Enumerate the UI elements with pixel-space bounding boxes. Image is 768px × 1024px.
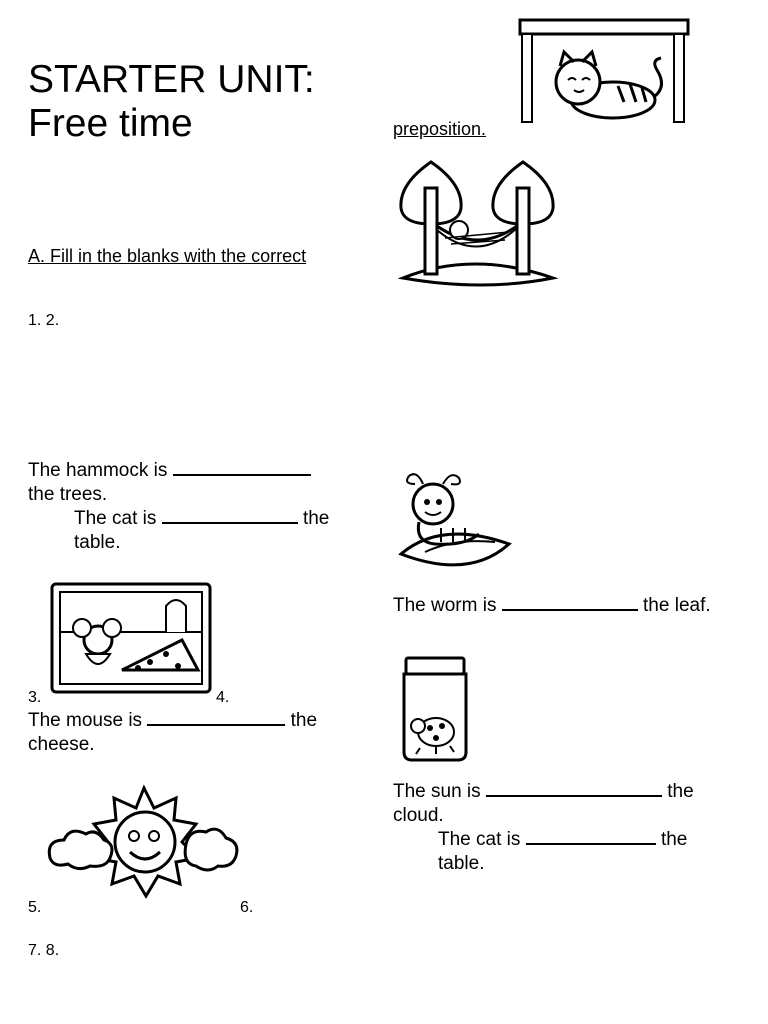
sun-mid: the (667, 781, 694, 802)
cat-right-end: table. (438, 853, 485, 874)
sentence-sun: The sun is the cloud. (393, 779, 738, 828)
worm-end: the leaf. (643, 595, 711, 616)
sentence-hammock: The hammock is the trees. (28, 458, 311, 507)
question-numbers-7-8: 7. 8. (28, 942, 60, 959)
cat-left-blank[interactable] (161, 506, 298, 524)
sentence-cat-left: The cat is the table. (74, 506, 374, 555)
hammock-blank[interactable] (172, 458, 311, 476)
instruction-part-2: preposition. (393, 119, 487, 139)
sun-start: The sun is (393, 781, 481, 802)
mouse-blank[interactable] (147, 708, 286, 726)
cat-left-start: The cat is (74, 508, 157, 529)
question-numbers-1-2: 1. 2. (28, 312, 60, 329)
mouse-mid: the (290, 710, 318, 731)
title-line-1: STARTER UNIT: (28, 58, 315, 101)
cat-right-start: The cat is (438, 829, 521, 850)
worm-blank[interactable] (501, 593, 638, 611)
mouse-behind-cheese-icon (50, 582, 212, 694)
sentence-worm: The worm is the leaf. (393, 593, 711, 618)
sun-blank[interactable] (485, 779, 662, 797)
sun-end: cloud. (393, 805, 444, 826)
sun-between-clouds-icon (47, 784, 239, 899)
mouse-start: The mouse is (28, 710, 143, 731)
question-number-4: 4. (216, 689, 230, 706)
page-title: STARTER UNIT: Free time (28, 58, 315, 146)
cat-left-end: table. (74, 532, 121, 553)
sentence-mouse: The mouse is the cheese. (28, 708, 358, 757)
mouse-end: cheese. (28, 734, 95, 755)
question-number-3: 3. (28, 689, 42, 706)
ladybug-in-jar-icon (402, 656, 468, 762)
hammock-between-trees-icon (397, 160, 559, 287)
cat-right-blank[interactable] (525, 827, 656, 845)
instruction-part-1: A. Fill in the blanks with the correct (28, 246, 307, 266)
worm-start: The worm is (393, 595, 497, 616)
cat-right-mid: the (660, 829, 688, 850)
question-number-5: 5. (28, 899, 42, 916)
sentence-cat-right: The cat is the table. (438, 827, 738, 876)
cat-left-mid: the (302, 508, 330, 529)
worm-on-leaf-icon (398, 473, 512, 567)
title-line-2: Free time (28, 102, 193, 145)
question-number-6: 6. (240, 899, 254, 916)
hammock-start: The hammock is (28, 460, 168, 481)
hammock-end: the trees. (28, 484, 108, 505)
cat-under-table-icon (518, 18, 690, 123)
